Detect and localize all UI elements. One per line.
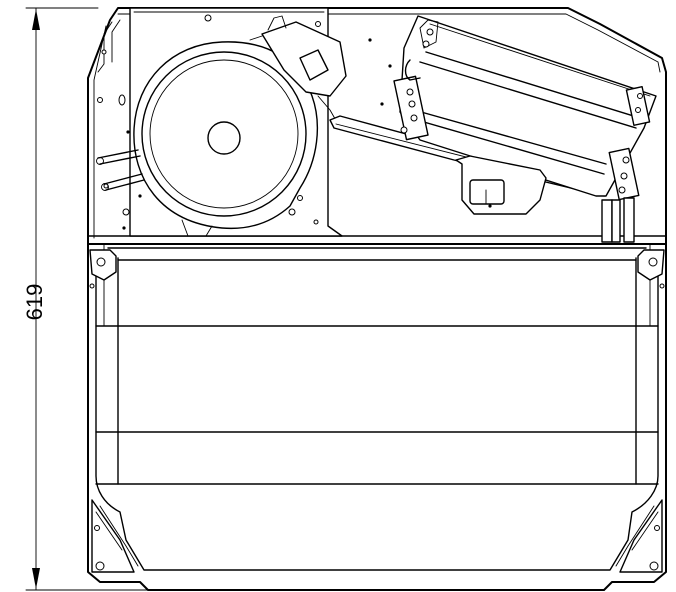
coil-top-rail-2 xyxy=(419,61,637,129)
corner-rib xyxy=(95,511,123,551)
corner-hole xyxy=(94,525,100,531)
rivet xyxy=(380,102,384,106)
mount-hole xyxy=(297,195,303,201)
mount-hole xyxy=(288,208,296,216)
rivet xyxy=(368,38,372,42)
corner-hole xyxy=(654,525,660,531)
rivet xyxy=(122,226,126,230)
mount-hole xyxy=(122,208,130,216)
fan-wheel-outer xyxy=(141,51,307,217)
corner-rib xyxy=(631,511,659,551)
corner-hole xyxy=(648,257,658,267)
drain-pump xyxy=(455,155,547,215)
corner-rib xyxy=(99,505,139,567)
drain-pipe-vertical xyxy=(601,199,613,243)
pipe-bend-left xyxy=(97,21,113,73)
heat-exchanger xyxy=(368,15,657,201)
coil-bottom-rail-2 xyxy=(409,117,605,175)
dimension-arrow-bottom xyxy=(32,568,40,589)
coil-bottom-rail xyxy=(413,109,607,165)
motor-clip xyxy=(267,15,287,31)
fan-foot xyxy=(181,219,213,237)
panel-outline xyxy=(87,243,667,591)
corner-bracket-bottom-left xyxy=(91,499,135,573)
coil-hole xyxy=(620,172,628,180)
height-dimension: 619 xyxy=(22,7,151,591)
pump-detail xyxy=(485,189,501,205)
lower-panel xyxy=(87,243,667,591)
coil-hole xyxy=(400,126,408,134)
coil-hole xyxy=(408,100,416,108)
drain-pipe-vertical-2 xyxy=(611,199,621,243)
coil-hole xyxy=(410,114,418,122)
mount-hole xyxy=(315,21,321,27)
drain-pipe-vertical-3 xyxy=(623,197,635,243)
corner-hole xyxy=(95,561,105,571)
coil-hole xyxy=(618,186,626,194)
corner-hole xyxy=(96,257,106,267)
pipe-upper-2 xyxy=(99,155,141,165)
pipe-end xyxy=(101,183,109,191)
coil-hole xyxy=(622,156,630,164)
coil-u-bend xyxy=(404,59,421,81)
mount-hole xyxy=(101,49,107,55)
coil-hole xyxy=(422,40,430,48)
rivet xyxy=(388,64,392,68)
dimension-label-619: 619 xyxy=(22,284,47,321)
rivet xyxy=(126,130,130,134)
mount-slot xyxy=(118,94,126,106)
housing-inner-left-edge xyxy=(93,25,107,239)
pump-motor xyxy=(469,179,505,205)
coil-hole xyxy=(637,93,643,99)
fan-hub xyxy=(207,121,241,155)
coil-frame xyxy=(399,15,657,197)
coil-end-plate-right-top xyxy=(625,86,651,126)
coil-hole xyxy=(406,88,414,96)
coil-hole xyxy=(635,107,641,113)
mount-hole xyxy=(204,14,212,22)
pipe-bend-left-2 xyxy=(111,19,121,63)
fan-wheel-inner xyxy=(149,59,299,209)
corner-hole xyxy=(649,561,659,571)
corner-hole xyxy=(659,283,665,289)
housing-outline xyxy=(87,7,667,245)
mount-hole xyxy=(313,219,319,225)
mount-hole xyxy=(97,97,103,103)
coil-top-rail xyxy=(425,51,641,119)
rivet xyxy=(138,194,142,198)
drain-pipe xyxy=(601,197,635,243)
pipe-lower-2 xyxy=(105,179,145,191)
coil-top-edge xyxy=(429,23,651,97)
fan-scroll-housing xyxy=(133,41,318,230)
corner-hole xyxy=(89,283,95,289)
dimension-arrow-top xyxy=(32,9,40,30)
rivet xyxy=(488,204,492,208)
coil-end-plate-left xyxy=(393,75,429,141)
coil-hole xyxy=(426,28,434,36)
blower-fan xyxy=(96,41,318,237)
panel-inner-verticals xyxy=(117,257,637,485)
pipe-end xyxy=(96,157,104,165)
pipe-lower xyxy=(103,173,143,185)
housing-inner-edge xyxy=(117,13,661,73)
panel-inner-outline xyxy=(95,257,659,571)
corner-rib xyxy=(615,505,655,567)
corner-bracket-bottom-right xyxy=(619,499,663,573)
motor-connector xyxy=(249,15,347,125)
motor-terminal xyxy=(299,49,329,81)
pipe-upper xyxy=(97,149,139,159)
motor-wire xyxy=(249,35,263,41)
